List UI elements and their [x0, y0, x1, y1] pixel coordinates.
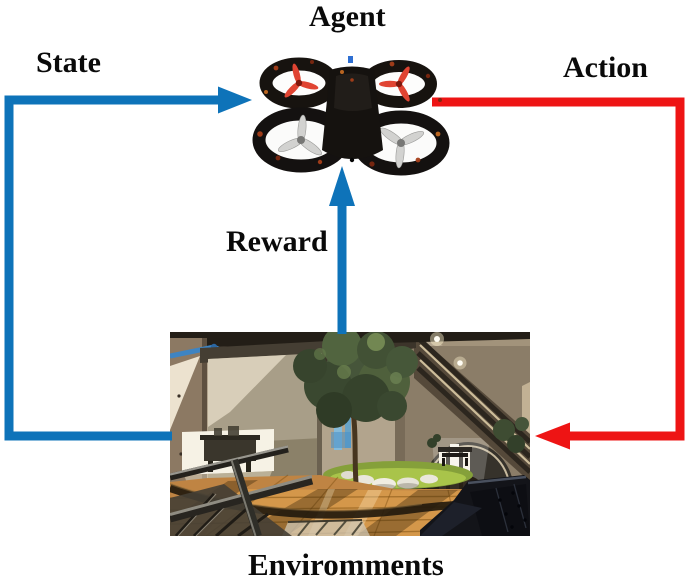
environment-label: Enviromments [248, 547, 444, 582]
drone-camo-spots [257, 60, 442, 167]
right-bush [493, 417, 529, 453]
state-arrow [4, 86, 252, 441]
railing [170, 445, 314, 536]
green-island [316, 461, 480, 498]
drone-body [322, 66, 383, 163]
environment-image [170, 332, 530, 536]
agent-label: Agent [309, 0, 386, 33]
ceiling-lights [430, 332, 467, 370]
state-label: State [36, 46, 101, 79]
armchair [420, 475, 530, 536]
drone-gray-propellers [277, 114, 425, 169]
floor-grate [170, 484, 370, 536]
tree [293, 332, 418, 484]
blue-glass-lights [331, 406, 351, 450]
bench [427, 434, 472, 466]
action-label: Action [563, 51, 648, 84]
action-arrow [432, 97, 685, 450]
drone-red-propellers [284, 63, 410, 102]
reward-arrow [329, 166, 355, 334]
agent-drone-image [252, 56, 450, 176]
reward-label: Reward [226, 225, 328, 258]
drone-blue-marker [348, 56, 353, 63]
